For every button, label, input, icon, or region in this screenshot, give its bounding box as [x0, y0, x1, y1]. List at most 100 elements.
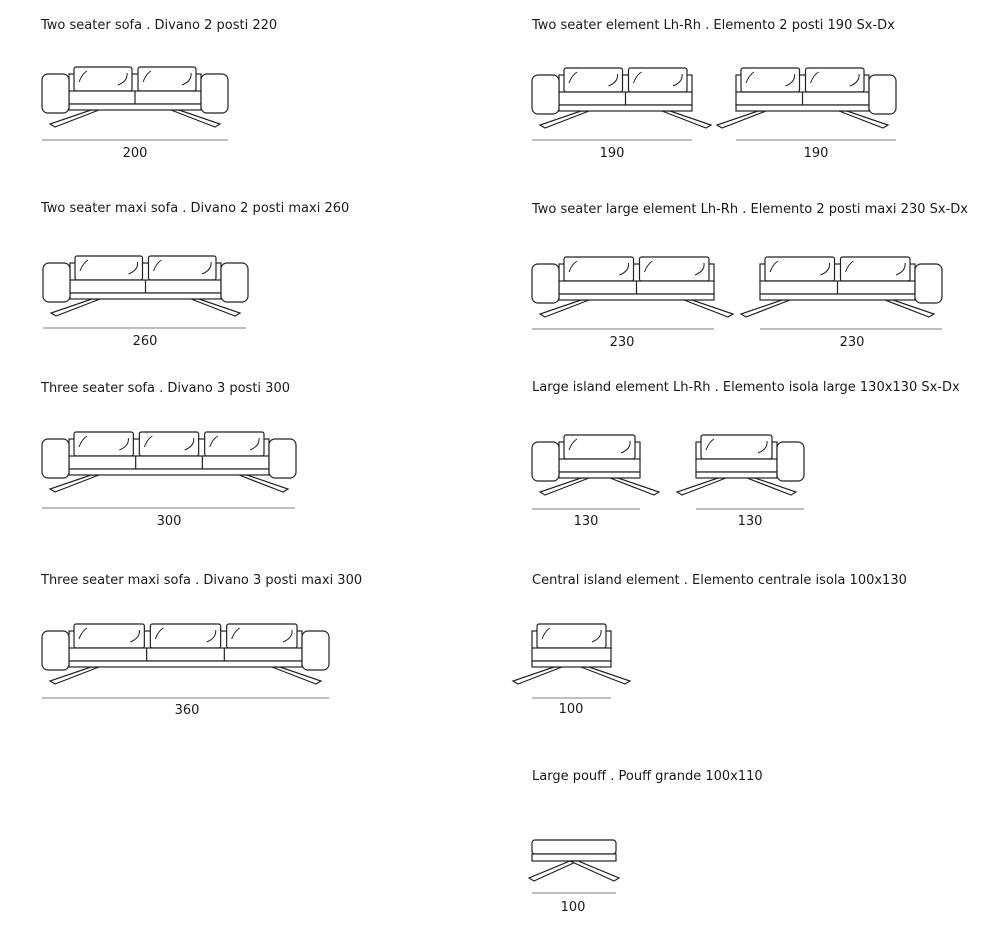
cushion-crease: [705, 438, 768, 454]
sofa-drawing: [715, 67, 897, 141]
section-title: Two seater maxi sofa . Divano 2 posti ma…: [41, 201, 350, 216]
sofa-leg: [661, 110, 713, 129]
sofa-leg: [580, 666, 632, 685]
section-title: Two seater sofa . Divano 2 posti 220: [41, 18, 278, 33]
sofa-drawing: [531, 256, 735, 330]
cushion-crease: [79, 259, 139, 275]
armrest-right: [301, 630, 330, 671]
armrest-right: [220, 262, 249, 303]
dimension-label: 130: [737, 514, 763, 529]
cushion-crease: [541, 627, 602, 643]
seat-cushion: [695, 458, 778, 473]
sofa-leg: [675, 477, 727, 496]
back-cushion: [204, 431, 265, 457]
armrest-left: [42, 262, 71, 303]
cushion-crease: [209, 435, 260, 451]
armrest-left: [531, 441, 560, 482]
sofa-leg: [511, 666, 563, 685]
dimension-label: 190: [803, 146, 829, 161]
cushion-crease: [769, 260, 831, 276]
cushion-crease: [78, 70, 128, 86]
sofa-base: [69, 292, 222, 300]
sofa-base: [68, 468, 270, 476]
cushion-crease: [154, 627, 217, 643]
sofa-base: [695, 471, 778, 479]
cushion-crease: [78, 627, 140, 643]
seat-cushion: [531, 647, 612, 662]
back-cushion: [137, 66, 197, 92]
sofa-drawing: [42, 255, 249, 329]
dimension-label: 200: [122, 146, 148, 161]
sofa-base: [558, 293, 715, 301]
back-cushion: [74, 255, 144, 281]
sofa-base: [68, 103, 202, 111]
dimension-label: 360: [174, 703, 200, 718]
dimension-label: 260: [132, 334, 158, 349]
sofa-leg: [715, 110, 767, 129]
seat-cushion: [558, 458, 641, 473]
back-cushion: [638, 256, 710, 282]
cushion-crease: [568, 438, 631, 454]
cushion-crease: [143, 435, 195, 451]
seat-cushion: [68, 647, 303, 662]
back-cushion: [226, 623, 298, 649]
back-cushion: [563, 67, 624, 93]
dimension-label: 100: [558, 702, 584, 717]
cushion-crease: [644, 260, 705, 276]
armrest-left: [531, 263, 560, 304]
sofa-leg: [683, 299, 735, 318]
back-cushion: [149, 623, 222, 649]
section-title: Large island element Lh-Rh . Elemento is…: [532, 380, 960, 395]
sofa-drawing: [41, 66, 229, 141]
cushion-crease: [231, 627, 293, 643]
back-cushion: [740, 67, 801, 93]
back-cushion: [536, 623, 607, 649]
armrest-right: [200, 73, 229, 114]
back-cushion: [73, 431, 134, 457]
sofa-base: [558, 104, 693, 112]
armrest-right: [868, 74, 897, 115]
section-title: Three seater maxi sofa . Divano 3 posti …: [41, 573, 363, 588]
sofa-drawing: [739, 256, 943, 330]
section-title: Central island element . Elemento centra…: [532, 573, 907, 588]
armrest-right: [914, 263, 943, 304]
back-cushion: [839, 256, 911, 282]
armrest-left: [41, 73, 70, 114]
dimension-label: 100: [560, 900, 586, 915]
sofa-leg: [569, 860, 621, 882]
dimension-label: 300: [156, 514, 182, 529]
dimension-label: 130: [573, 514, 599, 529]
sofa-drawing: [41, 431, 297, 509]
sofa-drawing: [531, 434, 661, 510]
dimension-label: 190: [599, 146, 625, 161]
back-cushion: [700, 434, 773, 460]
cushion-crease: [142, 70, 192, 86]
armrest-left: [41, 630, 70, 671]
sofa-leg: [739, 299, 791, 318]
armrest-right: [776, 441, 805, 482]
sofa-base: [735, 104, 870, 112]
cushion-crease: [568, 71, 619, 87]
cushion-crease: [78, 435, 129, 451]
back-cushion: [627, 67, 688, 93]
seat-cushion: [68, 455, 270, 470]
section-title: Two seater element Lh-Rh . Elemento 2 po…: [532, 18, 895, 33]
section-title: Two seater large element Lh-Rh . Element…: [532, 202, 968, 217]
sofa-base: [68, 660, 303, 668]
back-cushion: [147, 255, 217, 281]
back-cushion: [73, 623, 145, 649]
cushion-crease: [845, 260, 906, 276]
sofa-drawing: [675, 434, 805, 510]
section-title: Three seater sofa . Divano 3 posti 300: [41, 381, 290, 396]
back-cushion: [73, 66, 133, 92]
back-cushion: [563, 256, 635, 282]
cushion-crease: [810, 71, 860, 87]
back-cushion: [804, 67, 865, 93]
sofa-base: [531, 660, 612, 668]
armrest-left: [41, 438, 70, 479]
cushion-crease: [568, 260, 630, 276]
pouf-base: [531, 853, 617, 862]
sofa-drawing: [41, 623, 330, 699]
sofa-base: [558, 471, 641, 479]
